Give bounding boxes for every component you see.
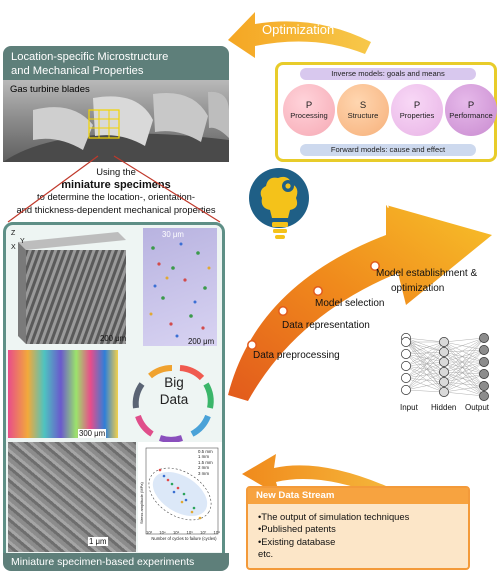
optimization-label: Optimization: [262, 22, 335, 37]
sn-xtick-4: 10⁷: [200, 530, 207, 535]
processing-letter: P: [305, 100, 313, 111]
nn-node: [439, 357, 449, 367]
structure-letter: S: [359, 100, 367, 111]
optimization-arrow: [228, 12, 371, 58]
micrograph-tem: [8, 442, 136, 552]
specimen-caption: Using the miniature specimens to determi…: [0, 166, 232, 216]
nn-node: [401, 337, 411, 347]
turbine-blade-photo: [3, 80, 229, 162]
caption-line2: miniature specimens: [61, 178, 171, 191]
micrograph-ebsd: [8, 350, 118, 438]
nn-hidden-label: Hidden: [431, 403, 457, 412]
nn-node: [479, 369, 489, 379]
sn-legend-2: 1.5 mm: [198, 459, 213, 465]
scale-bar-d: 300 μm: [78, 429, 107, 438]
nn-node: [479, 381, 489, 391]
big-data-line1: Big: [164, 375, 184, 390]
nn-output-label: Output: [465, 403, 490, 412]
nn-node: [479, 345, 489, 355]
sn-legend-1: 1 mm: [198, 454, 209, 460]
inverse-models-band: Inverse models: goals and means: [300, 68, 476, 80]
big-data-label: Big Data: [143, 374, 205, 408]
nn-node: [401, 373, 411, 383]
axis-x: X: [11, 244, 16, 251]
structure-label: Structure: [347, 111, 379, 120]
scale-bar-c: 200 μm: [188, 337, 215, 346]
properties-letter: P: [413, 100, 421, 111]
nn-node: [401, 349, 411, 359]
nn-node: [439, 337, 449, 347]
processing-label: Processing: [290, 111, 328, 120]
nn-node: [479, 333, 489, 343]
sn-xtick-3: 10⁶: [186, 530, 193, 535]
processing-circle: P Processing: [283, 84, 335, 136]
nn-node: [401, 361, 411, 371]
sn-legend-3: 2 mm: [198, 465, 209, 471]
caption-line1: Using the: [96, 166, 136, 177]
location-title-line2: and Mechanical Properties: [11, 65, 144, 77]
nn-input-label: Input: [400, 403, 418, 412]
nn-node: [439, 377, 449, 387]
nds-item-3: etc.: [258, 548, 274, 560]
location-panel-header: Location-specific Microstructure and Mech…: [3, 46, 229, 80]
brain-gear-icon: [249, 168, 309, 239]
sn-plot: [138, 442, 222, 552]
location-title-line1: Location-specific Microstructure: [11, 51, 169, 63]
properties-label: Properties: [399, 111, 435, 120]
experiments-label: Miniature specimen-based experiments: [3, 553, 229, 571]
micrograph-particles: [143, 228, 217, 346]
caption-line4: and thickness-dependent mechanical prope…: [16, 203, 216, 215]
micrograph-cube: [18, 232, 126, 344]
ml-step-optimization: optimization: [391, 283, 445, 294]
neural-network-diagram: [401, 333, 489, 401]
nn-node: [439, 387, 449, 397]
nds-item-2: •Existing database: [258, 535, 336, 547]
performance-label: Performance: [449, 111, 493, 120]
sn-xtick-0: 10³: [146, 530, 153, 535]
scale-bar-a: 200 μm: [100, 334, 127, 343]
structure-circle: S Structure: [337, 84, 389, 136]
scale-bar-b: 30 μm: [162, 230, 184, 239]
sn-legend-4: 3 mm: [198, 470, 209, 476]
sn-legend-0: 0.5 mm: [198, 449, 213, 454]
ml-step-representation: Data representation: [282, 320, 370, 331]
nn-node: [439, 367, 449, 377]
caption-line3: to determine the location-, orientation-: [37, 191, 195, 203]
ml-step-establishment: Model establishment &: [376, 268, 478, 279]
properties-circle: P Properties: [391, 84, 443, 136]
big-data-ring: [132, 364, 214, 443]
sn-xtick-5: 10⁸: [213, 530, 220, 535]
nds-item-1: •Published patents: [258, 523, 336, 535]
sn-xticks: 10³ 10⁴ 10⁵ 10⁶ 10⁷ 10⁸: [146, 530, 220, 535]
sn-xtick-1: 10⁴: [159, 530, 166, 535]
new-data-stream-box: New Data Stream •The output of simulatio…: [246, 486, 470, 570]
zoom-lines: [7, 155, 221, 223]
psp-circles: P Processing S Structure P Properties P …: [283, 84, 497, 136]
nn-node: [439, 347, 449, 357]
forward-models-band: Forward models: cause and effect: [300, 144, 476, 156]
sn-legend: 0.5 mm 1 mm 1.5 mm 2 mm 3 mm: [198, 449, 213, 476]
nds-item-0: •The output of simulation techniques: [258, 511, 410, 522]
new-data-arrow: [242, 454, 386, 496]
big-data-line2: Data: [159, 392, 189, 407]
axis-z: Z: [11, 230, 16, 237]
ml-step-preprocessing: Data preprocessing: [253, 350, 340, 361]
machine-learning-arrow: [228, 205, 492, 401]
photo-label: Gas turbine blades: [10, 84, 90, 95]
sn-xlabel: Number of cycles to failure (cycles): [151, 536, 217, 541]
performance-circle: P Performance: [445, 84, 497, 136]
sn-xtick-2: 10⁵: [172, 530, 180, 535]
nn-node: [401, 385, 411, 395]
scale-bar-e: 1 μm: [88, 537, 108, 546]
nn-node: [479, 357, 489, 367]
performance-letter: P: [467, 100, 475, 111]
new-data-stream-title: New Data Stream: [248, 488, 468, 504]
axis-y: Y: [20, 238, 25, 245]
ml-step-selection: Model selection: [315, 298, 385, 309]
nn-node: [479, 391, 489, 401]
